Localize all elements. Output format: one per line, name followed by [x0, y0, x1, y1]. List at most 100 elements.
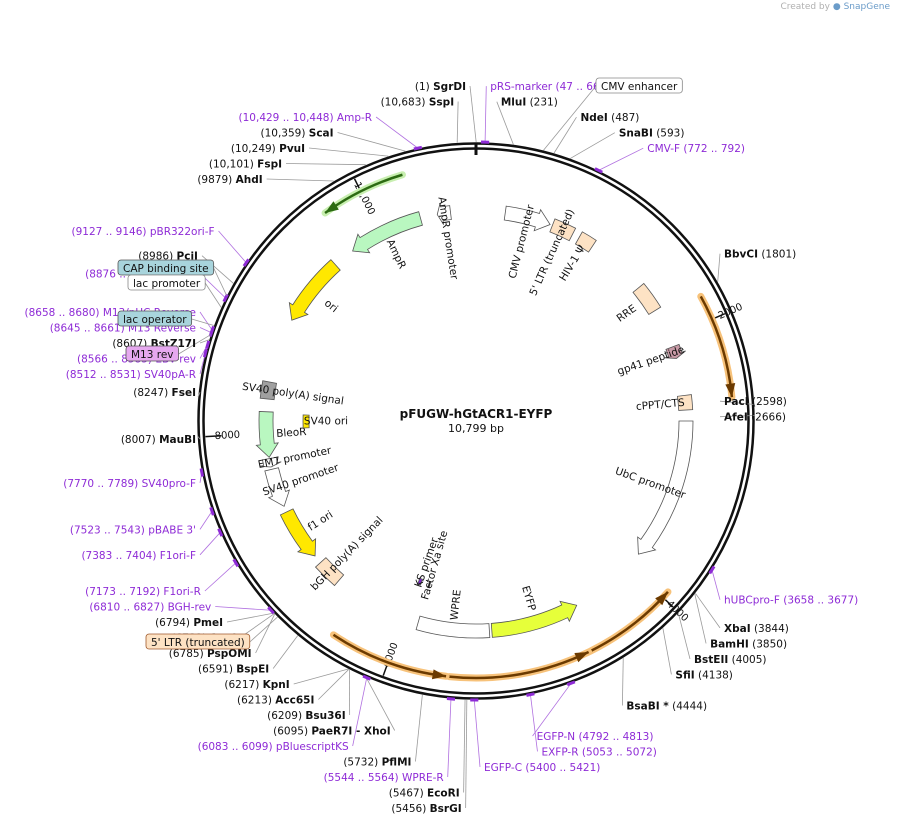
feature-sv40-promoter[interactable] [264, 467, 291, 507]
feature-sv40-ori[interactable] [302, 414, 310, 429]
enzyme-label[interactable]: (6095) PaeR7I - XhoI [273, 726, 391, 738]
enzyme-label[interactable]: BsaBI * (4444) [626, 701, 707, 713]
primer-label[interactable]: (7523 .. 7543) pBABE 3' [70, 524, 196, 536]
primer-label[interactable]: (7173 .. 7192) F1ori-R [85, 586, 201, 598]
feature-ampr[interactable] [352, 211, 423, 254]
enzyme-label[interactable]: PacI (2598) [724, 396, 787, 408]
feature-5-ltr-truncated-[interactable] [549, 218, 577, 242]
boxed-feature-cmv-enhancer[interactable]: CMV enhancer [595, 77, 683, 94]
feature-ks-primer[interactable] [417, 577, 424, 586]
enzyme-label[interactable]: SfiI (4138) [675, 669, 733, 681]
boxed-feature-label: lac operator [123, 314, 187, 326]
ring-arrow-head [655, 591, 668, 606]
enzyme-label[interactable]: (8247) FseI [133, 387, 196, 399]
enzyme-label[interactable]: (6213) Acc65I [237, 695, 314, 707]
leader-line [465, 699, 468, 809]
feature-cppt-cts[interactable] [677, 394, 694, 411]
boxed-feature-lac-operator[interactable]: lac operator [117, 310, 193, 327]
feature-hiv-1-[interactable] [574, 231, 597, 253]
feature-em7-promoter[interactable] [259, 456, 282, 468]
enzyme-label[interactable]: (9879) AhdI [197, 174, 262, 186]
leader-line [530, 694, 538, 752]
primer-label[interactable]: EGFP-C (5400 .. 5421) [484, 762, 600, 774]
enzyme-label[interactable]: (6217) KpnI [224, 679, 289, 691]
feature-cmv-promoter[interactable] [503, 205, 551, 232]
primer-label[interactable]: (9127 .. 9146) pBR322ori-F [72, 226, 215, 238]
feature-bleor[interactable] [255, 411, 279, 459]
primer-mark [199, 468, 205, 477]
enzyme-label[interactable]: MluI (231) [501, 97, 558, 109]
boxed-feature-lac-promoter[interactable]: lac promoter [127, 274, 206, 291]
primer-label[interactable]: (7770 .. 7789) SV40pro-F [63, 478, 196, 490]
enzyme-label[interactable]: (5467) EcoRI [389, 788, 460, 800]
enzyme-label[interactable]: (10,359) ScaI [260, 128, 333, 140]
feature-eyfp[interactable] [490, 600, 578, 638]
credit-brand: SnapGene [843, 2, 890, 12]
leader-line [191, 318, 214, 326]
feature-f1-ori[interactable] [279, 508, 317, 557]
enzyme-label[interactable]: (5456) BsrGI [391, 803, 461, 815]
enzyme-label[interactable]: (6591) BspEI [198, 664, 269, 676]
primer-label[interactable]: EXFP-R (5053 .. 5072) [541, 746, 656, 758]
primer-label[interactable]: EGFP-N (4792 .. 4813) [537, 731, 654, 743]
primer-label[interactable]: hUBCpro-F (3658 .. 3677) [724, 595, 858, 607]
feature-ubc-promoter[interactable] [637, 420, 694, 555]
enzyme-label[interactable]: XbaI (3844) [724, 623, 789, 635]
boxed-feature-cap-binding-site[interactable]: CAP binding site [117, 259, 215, 276]
feature-ori[interactable] [288, 259, 341, 321]
enzyme-label[interactable]: NdeI (487) [580, 112, 639, 124]
primer-label[interactable]: (6083 .. 6099) pBluescriptKS [198, 741, 349, 753]
enzyme-label[interactable]: (6209) Bsu36I [267, 710, 346, 722]
primer-label[interactable]: (6810 .. 6827) BGH-rev [89, 602, 211, 614]
primer-label[interactable]: (7383 .. 7404) F1ori-F [81, 550, 196, 562]
feature-ampr-promoter[interactable] [436, 202, 452, 225]
leader-line [199, 511, 213, 530]
map-center: pFUGW-hGtACR1-EYFP 10,799 bp [400, 407, 553, 435]
primer-label[interactable]: (10,429 .. 10,448) Amp-R [239, 112, 373, 124]
leader-line [204, 562, 237, 592]
feature-rre[interactable] [632, 282, 662, 315]
enzyme-label[interactable]: (5732) PflMI [343, 757, 411, 769]
enzyme-label[interactable]: (10,101) FspI [209, 159, 282, 171]
enzyme-label[interactable]: SnaBI (593) [619, 128, 685, 140]
boxed-feature-m13-rev[interactable]: M13 rev [125, 345, 179, 362]
feature-factor-xa-site[interactable] [427, 580, 432, 589]
leader-line [213, 267, 228, 296]
enzyme-label[interactable]: BstEII (4005) [694, 654, 767, 666]
leader-line [199, 339, 210, 344]
primer-label[interactable]: (5544 .. 5564) WPRE-R [324, 772, 444, 784]
ring-arrows [321, 171, 736, 682]
feature-label: ori [322, 297, 340, 315]
primer-mark [267, 606, 275, 615]
leader-line [717, 253, 721, 282]
primer-label[interactable]: CMV-F (772 .. 792) [647, 143, 745, 155]
primer-label[interactable]: (8512 .. 8531) SV40pA-R [66, 369, 196, 381]
leader-line [662, 628, 672, 675]
boxed-feature-5-ltr-truncated-[interactable]: 5' LTR (truncated) [145, 633, 251, 650]
enzyme-label[interactable]: (10,249) PvuI [231, 143, 305, 155]
enzyme-label[interactable]: (6794) PmeI [155, 617, 223, 629]
leader-line [365, 677, 396, 731]
leader-line [197, 435, 201, 440]
enzyme-label[interactable]: BbvCI (1801) [724, 249, 796, 261]
enzyme-label[interactable]: BamHI (3850) [710, 638, 787, 650]
enzyme-label[interactable]: (8007) MauBI [121, 434, 196, 446]
snapgene-logo-icon: ● [832, 2, 841, 12]
leader-line [204, 282, 222, 308]
enzyme-label[interactable]: (1) SgrDI [415, 81, 466, 93]
feature-label: AmpR promoter [435, 196, 460, 281]
leader-line [473, 699, 481, 767]
primer-label[interactable]: pRS-marker (47 .. 66) [490, 81, 604, 93]
enzyme-label[interactable]: (6785) PspOMI [169, 648, 252, 660]
primer-mark [594, 167, 603, 174]
enzyme-label[interactable]: AfeI (2666) [724, 412, 786, 424]
feature-bgh-poly-a-signal[interactable] [314, 557, 345, 587]
feature-gp41-peptide[interactable] [664, 343, 686, 359]
feature-sv40-poly-a-signal[interactable] [259, 380, 277, 401]
feature-wpre[interactable] [415, 615, 491, 639]
enzyme-label[interactable]: (10,683) SspI [381, 97, 455, 109]
leader-line [719, 400, 755, 405]
primer-mark [566, 680, 576, 687]
leader-line [532, 683, 572, 737]
leader-line [352, 677, 368, 747]
